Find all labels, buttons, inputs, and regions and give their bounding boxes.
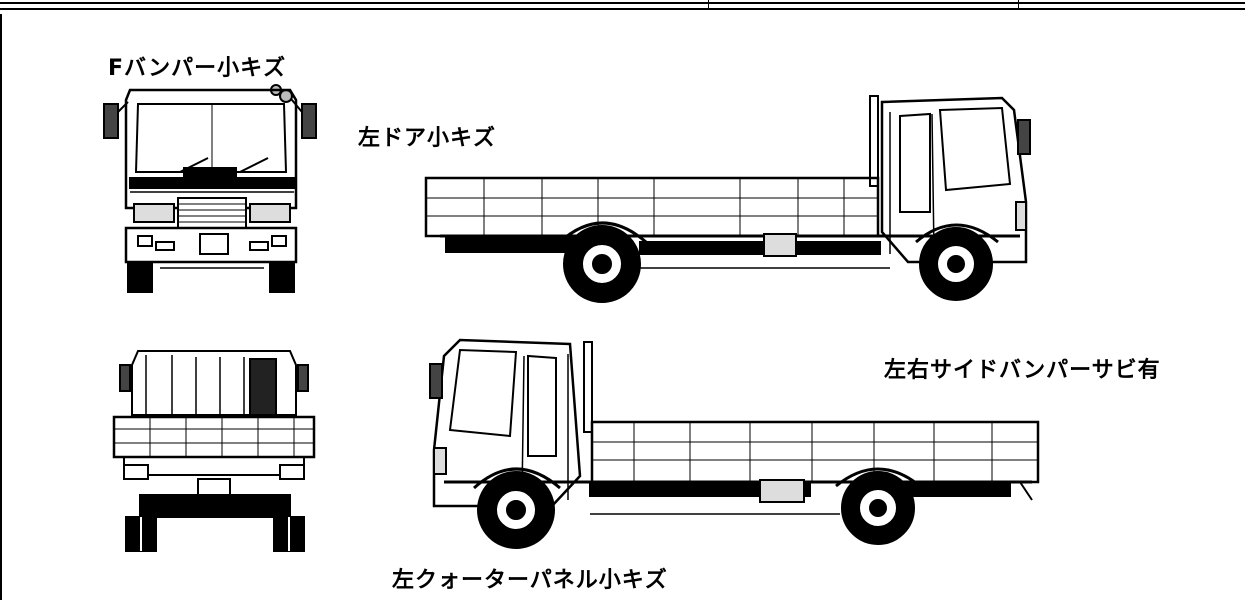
left-border-line <box>0 14 2 600</box>
truck-rear-view <box>112 350 316 552</box>
front-bumper-note: Fバンパー小キズ <box>108 56 287 81</box>
top-border-line-2 <box>0 8 1245 10</box>
header-divider <box>708 0 709 8</box>
left-quarter-panel-note: 左クォーターパネル小キズ <box>392 568 668 593</box>
top-border-line <box>0 2 1245 4</box>
truck-front-view <box>103 84 317 293</box>
truck-right-side-view <box>429 338 1040 549</box>
header-divider-2 <box>1018 0 1019 8</box>
left-door-note: 左ドア小キズ <box>358 126 497 151</box>
truck-left-side-view <box>424 95 1031 303</box>
side-bumper-note: 左右サイドバンパーサビ有 <box>884 358 1161 383</box>
